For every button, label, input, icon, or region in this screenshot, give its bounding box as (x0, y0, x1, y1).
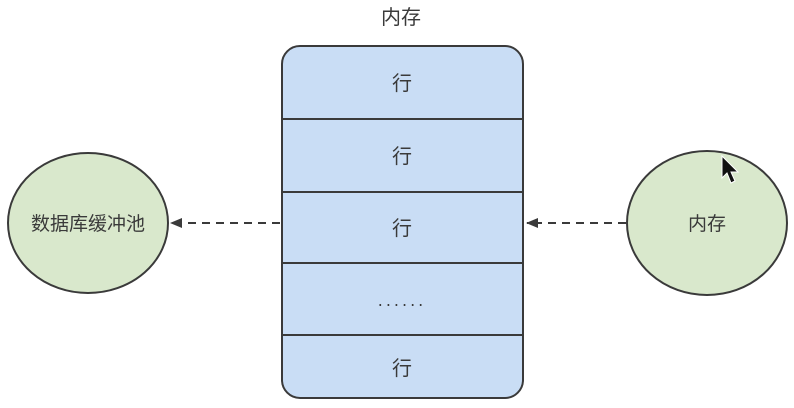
memory-row-5 (282, 335, 523, 398)
memory-row-1 (282, 46, 523, 119)
memory-row-3 (282, 192, 523, 263)
buffer-pool-node: 数据库缓冲池 (7, 152, 169, 294)
memory-row-4-label: ...... (378, 291, 427, 310)
memory-row-5-label: 行 (392, 356, 412, 380)
memory-row-1-label: 行 (392, 71, 412, 95)
memory-node-label: 内存 (688, 213, 726, 235)
memory-block: 行 行 行 ...... 行 (281, 45, 524, 399)
buffer-pool-circle (7, 152, 169, 294)
memory-row-2-label: 行 (392, 144, 412, 168)
buffer-pool-label: 数据库缓冲池 (31, 213, 145, 235)
memory-block-border (281, 45, 524, 399)
memory-row-2 (282, 119, 523, 192)
memory-block-title: 内存 (381, 5, 421, 29)
memory-row-4 (282, 263, 523, 335)
memory-node-circle (626, 150, 788, 296)
memory-row-3-label: 行 (392, 216, 412, 240)
mouse-cursor-icon (721, 154, 740, 184)
memory-node: 内存 (626, 150, 788, 296)
